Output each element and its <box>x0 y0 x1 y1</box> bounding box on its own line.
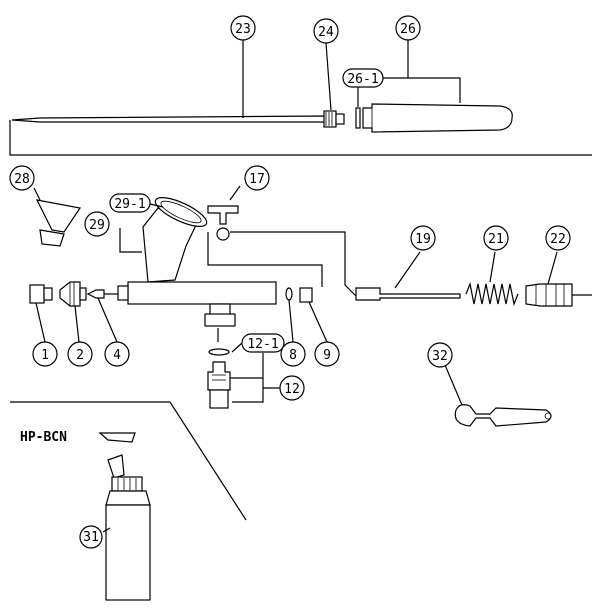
svg-text:29: 29 <box>89 218 105 233</box>
leader-22 <box>547 251 558 285</box>
callout-21: 21 <box>483 225 509 251</box>
leader-2 <box>74 305 80 343</box>
callout-4: 4 <box>104 341 130 367</box>
spring-guide-part <box>525 283 573 307</box>
leader-29 <box>119 228 142 253</box>
svg-text:8: 8 <box>289 348 297 363</box>
top-frame-line <box>9 120 592 156</box>
routing-line <box>207 232 323 287</box>
leader-9 <box>308 301 328 343</box>
svg-text:21: 21 <box>488 232 504 247</box>
svg-text:2: 2 <box>76 348 84 363</box>
nozzle-part <box>86 289 105 299</box>
leader-32 <box>444 364 463 406</box>
leader-24 <box>325 42 332 111</box>
valve-washer-part <box>208 348 230 356</box>
air-valve-part <box>207 361 231 391</box>
needle-assembly <box>9 40 592 156</box>
leader-21 <box>489 251 496 283</box>
callout-2: 2 <box>67 341 93 367</box>
svg-text:26: 26 <box>400 22 416 37</box>
leader-26 <box>407 40 461 103</box>
bottle-assembly <box>10 401 247 601</box>
callout-bubbles: 23 24 26 26-1 28 29-1 29 17 19 21 22 1 2… <box>9 15 571 549</box>
callout-32: 32 <box>427 342 453 368</box>
leader-31 <box>102 527 111 533</box>
trigger-part <box>207 205 239 225</box>
callout-29: 29 <box>84 211 110 237</box>
callout-29-1: 29-1 <box>109 193 151 213</box>
callout-17: 17 <box>244 165 270 191</box>
leader-12 <box>232 353 264 403</box>
airbrush-body-assembly <box>29 185 592 427</box>
callout-22: 22 <box>545 225 571 251</box>
divider-diagonal <box>169 401 247 521</box>
leader-8 <box>288 299 294 343</box>
leader-19 <box>394 251 421 289</box>
callout-26-1: 26-1 <box>342 68 384 88</box>
routing-line-2 <box>230 231 357 297</box>
svg-text:17: 17 <box>249 172 265 187</box>
svg-text:26-1: 26-1 <box>347 72 378 87</box>
spring-part <box>465 281 519 307</box>
leader-1 <box>35 302 46 343</box>
svg-text:32: 32 <box>432 349 448 364</box>
needle-part <box>11 115 326 123</box>
needle-cap-part <box>29 284 45 304</box>
leader-4 <box>97 297 118 343</box>
leader-29-1 <box>149 203 164 208</box>
wrench-part <box>454 404 552 427</box>
callout-9: 9 <box>314 341 340 367</box>
handle-part <box>362 103 513 133</box>
svg-text:12-1: 12-1 <box>247 337 278 352</box>
callout-31: 31 <box>79 525 103 549</box>
callout-23: 23 <box>230 15 256 41</box>
washer-part <box>355 107 361 129</box>
svg-text:31: 31 <box>83 530 99 545</box>
kit-label: HP-BCN <box>20 430 67 445</box>
callout-28: 28 <box>9 165 35 191</box>
cup-lid-part <box>35 199 82 233</box>
callout-12-1: 12-1 <box>241 333 285 353</box>
body-part <box>127 281 277 305</box>
svg-text:22: 22 <box>550 232 566 247</box>
svg-text:23: 23 <box>235 22 251 37</box>
callout-8: 8 <box>280 341 306 367</box>
leader-12-1 <box>231 342 243 353</box>
svg-text:19: 19 <box>415 232 431 247</box>
leader-17 <box>229 185 241 201</box>
svg-text:12: 12 <box>284 382 300 397</box>
packing-part <box>299 287 313 303</box>
callout-12: 12 <box>279 375 305 401</box>
needle-guide-part <box>355 287 461 301</box>
o-ring-part <box>285 287 293 301</box>
svg-text:4: 4 <box>113 348 121 363</box>
callout-26: 26 <box>395 15 421 41</box>
svg-text:9: 9 <box>323 348 331 363</box>
callout-19: 19 <box>410 225 436 251</box>
bottle-cap-part <box>98 432 136 443</box>
callout-24: 24 <box>313 18 339 44</box>
svg-text:29-1: 29-1 <box>114 197 145 212</box>
callout-1: 1 <box>32 341 58 367</box>
svg-text:1: 1 <box>41 348 49 363</box>
svg-text:24: 24 <box>318 25 334 40</box>
svg-text:28: 28 <box>14 172 30 187</box>
bottle-part <box>105 504 151 601</box>
